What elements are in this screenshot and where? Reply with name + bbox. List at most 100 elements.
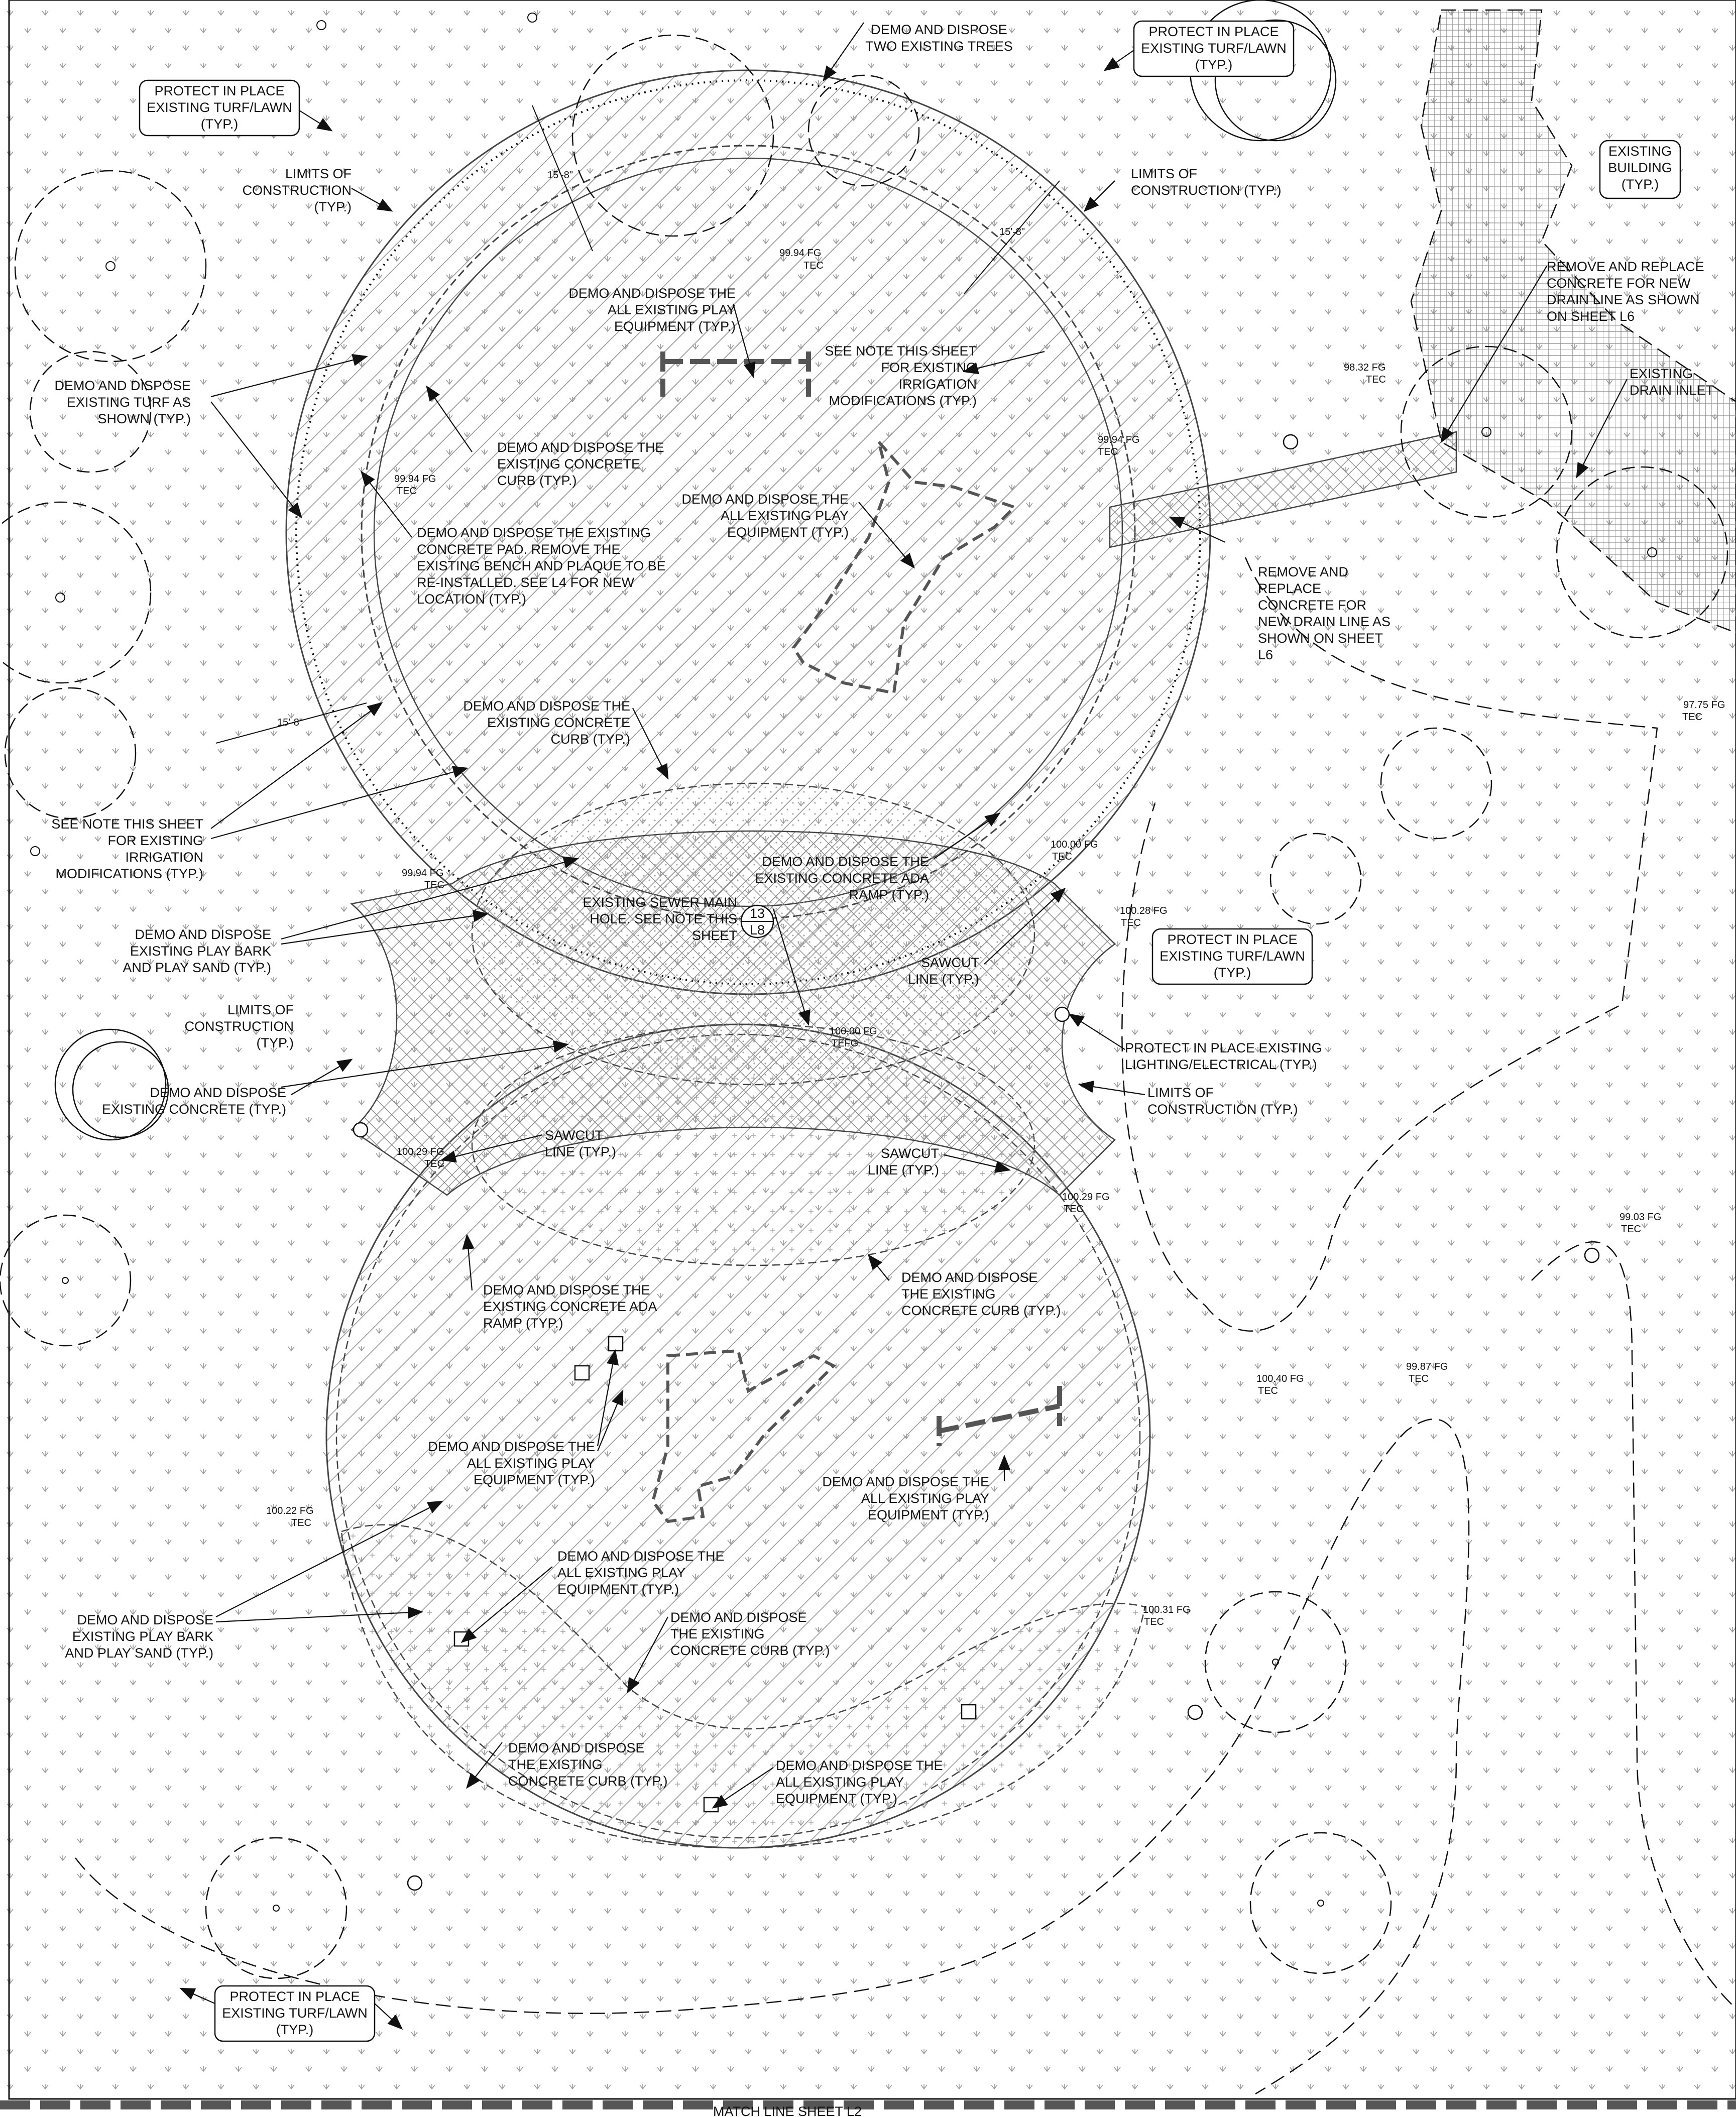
svg-text:100.28 FG: 100.28 FG: [1120, 905, 1168, 916]
note-see-note-top: SEE NOTE THIS SHEET FOR EXISTING IRRIGAT…: [825, 343, 977, 408]
svg-text:LINE (TYP.): LINE (TYP.): [545, 1144, 616, 1159]
note-demo-curb-4: DEMO AND DISPOSE THE EXISTING CONCRETE C…: [670, 1610, 830, 1658]
svg-text:L6: L6: [1258, 647, 1273, 662]
note-drain-inlet: EXISTING DRAIN INLET: [1630, 366, 1714, 398]
svg-text:DEMO AND DISPOSE THE EXISTING: DEMO AND DISPOSE THE EXISTING: [417, 525, 651, 540]
svg-text:PROTECT IN PLACE EXISTING: PROTECT IN PLACE EXISTING: [1125, 1040, 1322, 1055]
dimension-label: 15'-8": [277, 717, 303, 728]
svg-text:TEC: TEC: [397, 486, 417, 497]
svg-text:EXISTING TURF/LAWN: EXISTING TURF/LAWN: [147, 100, 292, 115]
svg-text:DEMO AND DISPOSE: DEMO AND DISPOSE: [901, 1270, 1038, 1285]
svg-text:EXISTING PLAY BARK: EXISTING PLAY BARK: [130, 944, 271, 959]
svg-text:CONSTRUCTION: CONSTRUCTION: [185, 1019, 294, 1034]
svg-text:PROTECT IN PLACE: PROTECT IN PLACE: [229, 1989, 360, 2004]
svg-text:CONCRETE FOR NEW: CONCRETE FOR NEW: [1547, 276, 1691, 291]
svg-text:100.00 FG: 100.00 FG: [830, 1026, 877, 1037]
svg-text:TEC: TEC: [1098, 446, 1118, 457]
note-sawcut-3: SAWCUT LINE (TYP.): [868, 1146, 939, 1178]
svg-text:EQUIPMENT (TYP.): EQUIPMENT (TYP.): [474, 1472, 595, 1487]
svg-text:EXISTING SEWER MAIN: EXISTING SEWER MAIN: [583, 895, 737, 910]
svg-text:EXISTING CONCRETE: EXISTING CONCRETE: [497, 456, 640, 472]
svg-text:AND PLAY SAND (TYP.): AND PLAY SAND (TYP.): [65, 1645, 213, 1661]
svg-text:THE EXISTING: THE EXISTING: [901, 1286, 996, 1302]
svg-text:TEC: TEC: [1052, 851, 1072, 862]
play-equipment-outline: [651, 1349, 837, 1523]
svg-text:CONCRETE CURB (TYP.): CONCRETE CURB (TYP.): [670, 1643, 830, 1658]
walk-path-lower-right: [1531, 1241, 1736, 2009]
play-equipment-outline: [791, 441, 1017, 695]
svg-text:(TYP.): (TYP.): [201, 116, 239, 132]
svg-text:LIGHTING/ELECTRICAL (TYP.): LIGHTING/ELECTRICAL (TYP.): [1125, 1057, 1317, 1072]
svg-text:TEC: TEC: [424, 880, 444, 891]
svg-text:LIMITS OF: LIMITS OF: [1131, 166, 1197, 181]
svg-text:SAWCUT: SAWCUT: [545, 1128, 603, 1143]
callout-turf-bottom-left: PROTECT IN PLACE EXISTING TURF/LAWN (TYP…: [214, 1985, 376, 2042]
note-limits-top-left: LIMITS OF CONSTRUCTION (TYP.): [243, 166, 352, 214]
note-demo-play-equip-1: DEMO AND DISPOSE THE ALL EXISTING PLAY E…: [568, 286, 736, 334]
callout-turf-mid-right: PROTECT IN PLACE EXISTING TURF/LAWN (TYP…: [1151, 928, 1313, 985]
svg-text:TEC: TEC: [1064, 1204, 1084, 1215]
svg-text:DRAIN INLET: DRAIN INLET: [1630, 383, 1714, 398]
svg-text:DEMO AND DISPOSE THE: DEMO AND DISPOSE THE: [776, 1758, 943, 1773]
svg-text:RAMP (TYP.): RAMP (TYP.): [483, 1316, 563, 1331]
svg-text:DEMO AND DISPOSE THE: DEMO AND DISPOSE THE: [483, 1282, 650, 1298]
note-remove-replace-top: REMOVE AND REPLACE CONCRETE FOR NEW DRAI…: [1547, 259, 1704, 324]
svg-text:LOCATION (TYP.): LOCATION (TYP.): [417, 592, 526, 607]
svg-text:CURB (TYP.): CURB (TYP.): [497, 473, 577, 488]
play-equipment-outline: [937, 1386, 1062, 1446]
svg-text:BUILDING: BUILDING: [1608, 160, 1672, 175]
svg-text:DEMO AND DISPOSE THE: DEMO AND DISPOSE THE: [762, 854, 929, 869]
note-demo-turf: DEMO AND DISPOSE EXISTING TURF AS SHOWN …: [54, 378, 191, 426]
walk-path-bottom: [75, 1419, 1470, 2095]
svg-text:98.32 FG: 98.32 FG: [1344, 362, 1385, 373]
play-equipment-outline: [660, 351, 811, 397]
note-demo-pad: DEMO AND DISPOSE THE EXISTING CONCRETE P…: [417, 525, 666, 607]
svg-text:CONCRETE CURB (TYP.): CONCRETE CURB (TYP.): [901, 1303, 1061, 1318]
svg-text:SAWCUT: SAWCUT: [881, 1146, 939, 1161]
svg-text:PROTECT IN PLACE: PROTECT IN PLACE: [154, 83, 284, 98]
dimension-lines: [215, 105, 1060, 744]
svg-text:ALL EXISTING PLAY: ALL EXISTING PLAY: [557, 1565, 685, 1580]
svg-text:97.75 FG: 97.75 FG: [1683, 699, 1725, 711]
note-demo-play-equip-3: DEMO AND DISPOSE THE ALL EXISTING PLAY E…: [428, 1439, 595, 1487]
svg-text:ALL EXISTING PLAY: ALL EXISTING PLAY: [721, 508, 849, 523]
svg-text:TEC: TEC: [1409, 1373, 1429, 1384]
svg-text:CONCRETE FOR: CONCRETE FOR: [1258, 598, 1366, 613]
existing-building-pavers: [1410, 9, 1736, 634]
svg-text:(TYP.): (TYP.): [1214, 965, 1251, 980]
note-demo-curb-3: DEMO AND DISPOSE THE EXISTING CONCRETE C…: [901, 1270, 1061, 1318]
svg-text:EXISTING TURF/LAWN: EXISTING TURF/LAWN: [1141, 41, 1287, 56]
svg-text:EXISTING TURF AS: EXISTING TURF AS: [67, 395, 191, 410]
note-see-note-left: SEE NOTE THIS SHEET FOR EXISTING IRRIGAT…: [51, 816, 203, 881]
svg-text:TEC: TEC: [1144, 1616, 1164, 1627]
svg-text:MODIFICATIONS (TYP.): MODIFICATIONS (TYP.): [829, 393, 977, 408]
svg-text:100.22 FG: 100.22 FG: [266, 1505, 314, 1516]
note-demo-curb-2: DEMO AND DISPOSE THE EXISTING CONCRETE C…: [463, 698, 630, 747]
svg-text:EQUIPMENT (TYP.): EQUIPMENT (TYP.): [614, 319, 736, 334]
svg-text:DEMO AND DISPOSE: DEMO AND DISPOSE: [135, 927, 271, 942]
svg-text:PROTECT IN PLACE: PROTECT IN PLACE: [1148, 24, 1279, 39]
note-demo-ada-2: DEMO AND DISPOSE THE EXISTING CONCRETE A…: [483, 1282, 657, 1331]
svg-text:CONSTRUCTION: CONSTRUCTION: [243, 183, 352, 198]
svg-text:REPLACE: REPLACE: [1258, 581, 1321, 596]
svg-text:THE EXISTING: THE EXISTING: [670, 1626, 765, 1641]
note-demo-curb-1: DEMO AND DISPOSE THE EXISTING CONCRETE C…: [497, 440, 664, 488]
note-demo-curb-5: DEMO AND DISPOSE THE EXISTING CONCRETE C…: [508, 1740, 668, 1789]
svg-text:DEMO AND DISPOSE: DEMO AND DISPOSE: [77, 1612, 213, 1627]
svg-text:SAWCUT: SAWCUT: [921, 955, 979, 970]
svg-text:DEMO AND DISPOSE THE: DEMO AND DISPOSE THE: [497, 440, 664, 455]
svg-text:NEW DRAIN LINE AS: NEW DRAIN LINE AS: [1258, 614, 1391, 629]
svg-text:99.03 FG: 99.03 FG: [1619, 1212, 1661, 1223]
svg-text:EXISTING BENCH AND PLAQUE TO B: EXISTING BENCH AND PLAQUE TO BE: [417, 558, 666, 573]
note-lighting: PROTECT IN PLACE EXISTING LIGHTING/ELECT…: [1125, 1040, 1322, 1072]
svg-text:CONCRETE PAD. REMOVE THE: CONCRETE PAD. REMOVE THE: [417, 542, 621, 557]
svg-text:DEMO AND DISPOSE THE: DEMO AND DISPOSE THE: [822, 1474, 989, 1489]
